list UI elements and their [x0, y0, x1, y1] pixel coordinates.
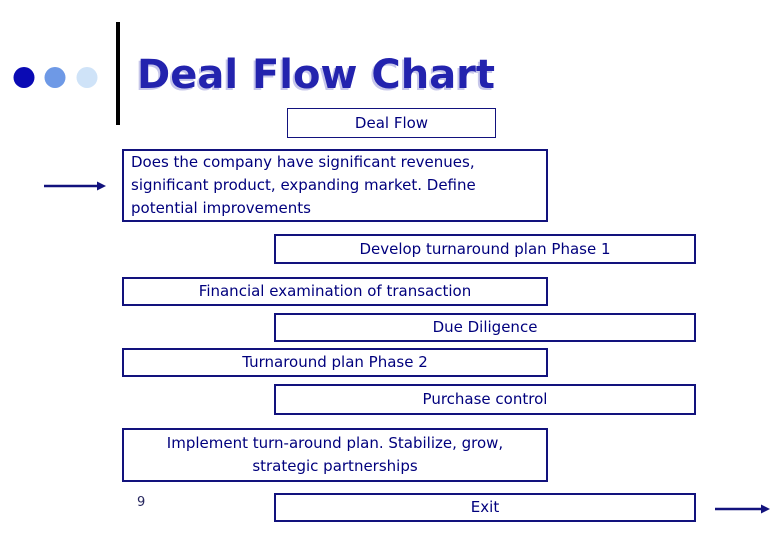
flow-box-turnaround-plan-phase-2: Turnaround plan Phase 2 — [122, 348, 548, 377]
bullet-dot-light — [76, 67, 98, 88]
flow-box-text: strategic partnerships — [252, 457, 418, 475]
vertical-divider — [116, 22, 120, 125]
flow-box-deal-flow: Deal Flow — [287, 108, 496, 138]
flow-box-text: Due Diligence — [432, 318, 538, 336]
flow-box-text: Does the company have significant revenu… — [131, 153, 475, 171]
flow-box-screening-criteria: Does the company have significant revenu… — [122, 149, 548, 222]
bullet-dot-medium — [44, 67, 66, 88]
flow-box-text: Purchase control — [422, 390, 548, 408]
flow-box-exit: Exit — [274, 493, 696, 522]
flow-box-purchase-control: Purchase control — [274, 384, 696, 415]
arrow-head — [761, 504, 770, 514]
flow-box-text: significant product, expanding market. D… — [131, 176, 476, 194]
flow-box-financial-examination: Financial examination of transaction — [122, 277, 548, 306]
flow-box-implement-plan: Implement turn-around plan. Stabilize, g… — [122, 428, 548, 482]
page-number: 9 — [137, 495, 146, 510]
flow-box-text: Exit — [470, 498, 500, 516]
arrow-right-icon — [44, 181, 106, 191]
flow-box-due-diligence: Due Diligence — [274, 313, 696, 342]
flow-box-text: Implement turn-around plan. Stabilize, g… — [166, 434, 504, 452]
flow-box-text: Develop turnaround plan Phase 1 — [359, 239, 611, 258]
flow-box-text: Financial examination of transaction — [198, 282, 472, 300]
arrow-head — [97, 181, 106, 191]
flow-box-text: Deal Flow — [354, 113, 429, 132]
bullet-dots-icon — [13, 67, 98, 88]
flow-box-turnaround-plan-phase-1: Develop turnaround plan Phase 1 — [274, 234, 696, 264]
flow-box-text: potential improvements — [131, 199, 311, 217]
slide-title: Deal Flow Chart — [137, 52, 496, 98]
flow-box-text: Turnaround plan Phase 2 — [242, 353, 428, 371]
bullet-dot-dark — [13, 67, 35, 88]
arrow-right-icon — [715, 504, 770, 514]
